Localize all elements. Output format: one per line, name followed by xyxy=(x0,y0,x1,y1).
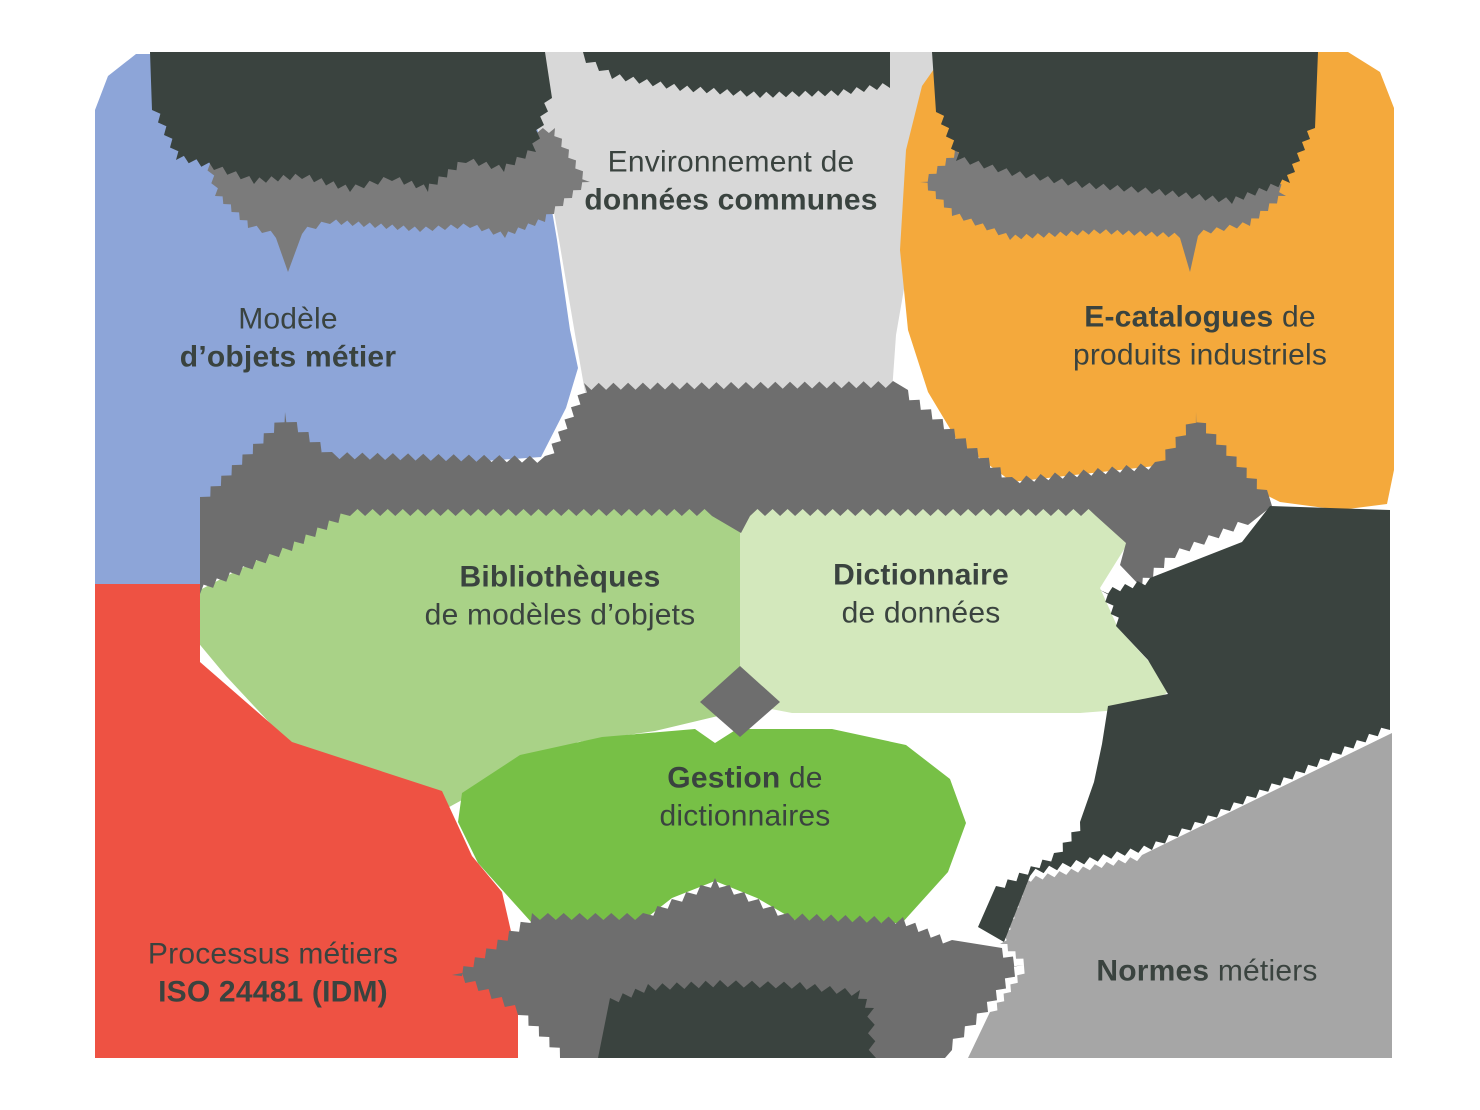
piece-bibliotheques-shape xyxy=(196,508,740,823)
piece-gestion-shape xyxy=(458,729,966,923)
piece-label-gestion: Gestion de dictionnaires xyxy=(659,761,831,833)
piece-environnement-shape xyxy=(521,52,941,392)
band-middle xyxy=(200,381,1272,594)
piece-label-normes: Normes métiers xyxy=(1096,954,1318,988)
piece-normes-shape xyxy=(968,733,1392,1058)
dark-blob-right xyxy=(978,506,1390,942)
band-bottom xyxy=(452,878,1024,1058)
connector-diamond xyxy=(700,666,780,737)
piece-label-environnement: Environnement de données communes xyxy=(584,145,878,217)
dark-blob-top-center xyxy=(583,52,890,98)
piece-label-bibliotheques: Bibliothèques de modèles d’objets xyxy=(424,560,696,632)
piece-label-modele: Modèle d’objets métier xyxy=(179,302,397,374)
piece-label-ecatalogues: E-catalogues de produits industriels xyxy=(1072,300,1328,372)
piece-label-processus: Processus métiers ISO 24481 (IDM) xyxy=(147,937,399,1009)
piece-dictionnaire-shape xyxy=(740,508,1168,713)
dark-blob-bottom-center xyxy=(598,980,876,1058)
dark-blob-top-left xyxy=(150,52,552,192)
piece-processus-shape xyxy=(95,584,518,1058)
piece-label-dictionnaire: Dictionnaire de données xyxy=(833,558,1009,630)
dark-blob-top-right xyxy=(932,52,1318,204)
